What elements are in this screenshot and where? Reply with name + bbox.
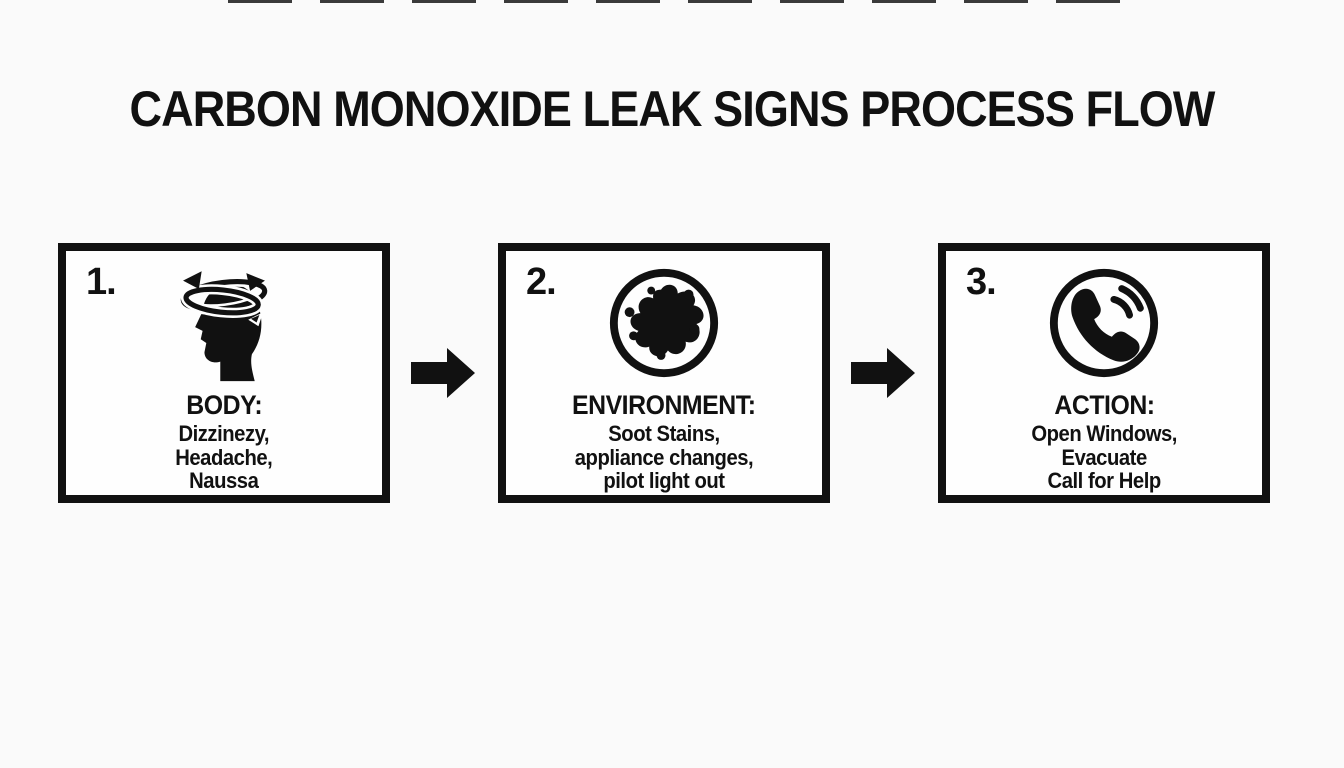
step-detail-line: Naussa bbox=[189, 468, 259, 493]
step-detail-line: Open Windows, bbox=[1031, 421, 1177, 446]
step-number: 1. bbox=[86, 261, 117, 303]
step-detail-line: Headache, bbox=[175, 444, 273, 470]
process-flow-row: 1. BODY: bbox=[58, 243, 1270, 503]
step-box-action: 3. ACTION: Open Windows, Evacuate Call f… bbox=[938, 243, 1270, 503]
flow-arrow-right-icon bbox=[411, 348, 475, 398]
step-detail-lines: Soot Stains, appliance changes, pilot li… bbox=[574, 421, 754, 493]
step-detail-line: Soot Stains, bbox=[608, 421, 720, 446]
flow-arrow-right-icon bbox=[851, 348, 915, 398]
page-title: CARBON MONOXIDE LEAK SIGNS PROCESS FLOW bbox=[129, 81, 1216, 137]
step-label: BODY: bbox=[186, 390, 262, 420]
soot-stain-icon bbox=[605, 262, 723, 383]
step-number: 2. bbox=[526, 261, 557, 303]
phone-call-icon bbox=[1045, 262, 1163, 383]
step-label: ACTION: bbox=[1053, 390, 1155, 420]
step-label: ENVIRONMENT: bbox=[572, 390, 756, 420]
step-detail-line: Dizzinezy, bbox=[178, 421, 270, 446]
step-detail-lines: Open Windows, Evacuate Call for Help bbox=[1031, 422, 1177, 493]
step-detail-line: Call for Help bbox=[1047, 468, 1161, 493]
step-box-environment: 2. ENVIRONMENT: Soot Stains, appliance c… bbox=[498, 243, 830, 503]
dizzy-head-icon bbox=[163, 262, 285, 383]
step-number: 3. bbox=[966, 261, 997, 303]
step-detail-line: appliance changes, bbox=[574, 444, 754, 470]
step-box-body: 1. BODY: bbox=[58, 243, 390, 503]
cropped-top-edge-artifact bbox=[228, 0, 1133, 3]
step-detail-line: Evacuate bbox=[1061, 444, 1147, 470]
step-detail-lines: Dizzinezy, Headache, Naussa bbox=[175, 421, 273, 493]
step-detail-line: pilot light out bbox=[603, 468, 725, 493]
